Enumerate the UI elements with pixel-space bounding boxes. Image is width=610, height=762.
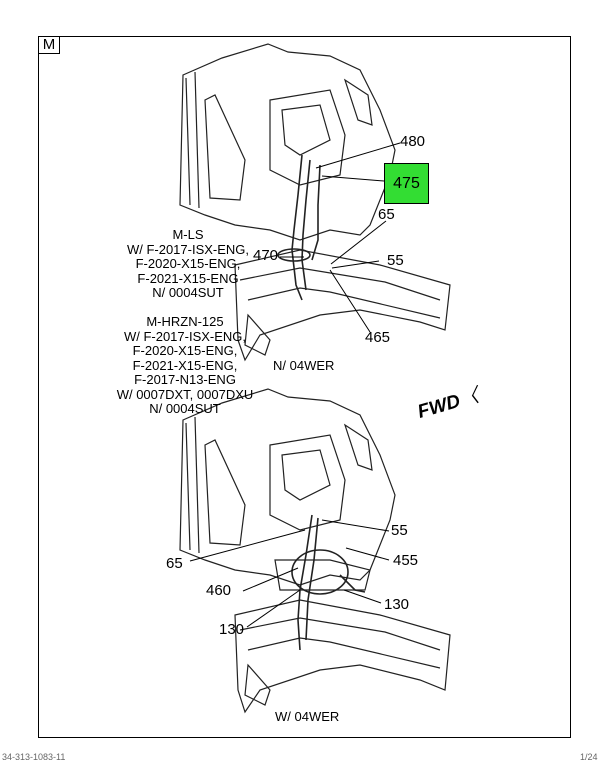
- callout-465: 465: [365, 329, 391, 346]
- note-m-ls: M-LS W/ F-2017-ISX-ENG, F-2020-X15-ENG, …: [126, 227, 250, 300]
- top-hoses: [277, 154, 321, 301]
- bottom-frame-rail: [234, 559, 451, 714]
- callout-55-top: 55: [387, 252, 404, 269]
- callout-65-bottom: 65: [166, 555, 183, 572]
- callout-475-highlighted[interactable]: 475: [384, 163, 429, 204]
- callout-130-right: 130: [384, 596, 410, 613]
- callout-65-top: 65: [378, 206, 395, 223]
- diagram-frame: [38, 36, 571, 738]
- footer-page: 1/24: [580, 752, 598, 762]
- bottom-hoses: [291, 514, 366, 651]
- callout-55-bottom: 55: [391, 522, 408, 539]
- view-tag: M: [38, 36, 60, 54]
- top-leaders: [280, 142, 401, 333]
- bottom-cab-panel: [179, 388, 396, 586]
- callout-480: 480: [400, 133, 426, 150]
- top-cab-panel: [179, 43, 396, 241]
- callout-460: 460: [206, 582, 232, 599]
- callout-455: 455: [393, 552, 419, 569]
- caption-top: N/ 04WER: [273, 358, 335, 373]
- bottom-leaders: [189, 519, 390, 628]
- footer-doc-id: 34-313-1083-11: [2, 752, 66, 762]
- note-m-hrzn-125: M-HRZN-125 W/ F-2017-ISX-ENG, F-2020-X15…: [116, 314, 254, 416]
- callout-130-left: 130: [219, 621, 245, 638]
- callout-470: 470: [253, 247, 279, 264]
- caption-bottom: W/ 04WER: [275, 709, 340, 724]
